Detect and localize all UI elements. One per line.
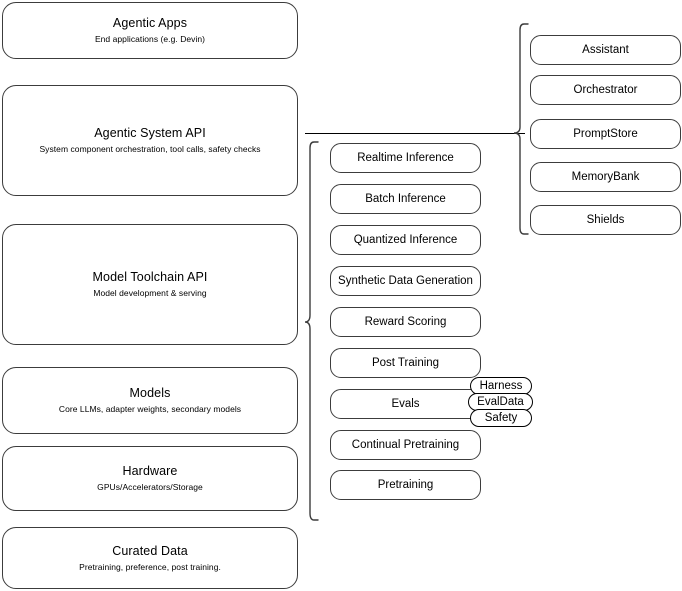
toolchain-item-label: Evals: [391, 397, 420, 410]
layer-subtitle: System component orchestration, tool cal…: [39, 144, 261, 154]
toolchain-item-label: Batch Inference: [365, 192, 446, 205]
toolchain-item-reward-scoring[interactable]: Reward Scoring: [330, 307, 481, 337]
layer-subtitle: Model development & serving: [93, 288, 207, 298]
toolchain-item-label: Reward Scoring: [364, 315, 447, 328]
layer-title: Models: [129, 386, 171, 400]
system-component-label: MemoryBank: [571, 170, 640, 183]
layer-agentic-apps[interactable]: Agentic Apps End applications (e.g. Devi…: [2, 2, 298, 59]
system-components-bracket: [511, 23, 529, 235]
layer-title: Agentic Apps: [112, 16, 188, 30]
system-component-memorybank[interactable]: MemoryBank: [530, 162, 681, 192]
layer-subtitle: End applications (e.g. Devin): [94, 34, 206, 44]
layer-model-toolchain-api[interactable]: Model Toolchain API Model development & …: [2, 224, 298, 345]
system-component-orchestrator[interactable]: Orchestrator: [530, 75, 681, 105]
system-component-shields[interactable]: Shields: [530, 205, 681, 235]
toolchain-item-realtime-inference[interactable]: Realtime Inference: [330, 143, 481, 173]
layer-hardware[interactable]: Hardware GPUs/Accelerators/Storage: [2, 446, 298, 511]
toolchain-item-post-training[interactable]: Post Training: [330, 348, 481, 378]
toolchain-item-batch-inference[interactable]: Batch Inference: [330, 184, 481, 214]
system-component-label: Assistant: [582, 43, 629, 56]
layer-title: Model Toolchain API: [92, 270, 208, 284]
system-component-label: Orchestrator: [573, 83, 638, 96]
toolchain-item-continual-pretraining[interactable]: Continual Pretraining: [330, 430, 481, 460]
toolchain-item-label: Pretraining: [377, 478, 434, 491]
eval-capsule-label: Safety: [484, 412, 518, 424]
layer-subtitle: Core LLMs, adapter weights, secondary mo…: [58, 404, 242, 414]
toolchain-item-label: Synthetic Data Generation: [338, 274, 473, 287]
eval-capsule-evaldata[interactable]: EvalData: [468, 393, 533, 411]
toolchain-item-label: Quantized Inference: [353, 233, 458, 246]
eval-capsule-label: EvalData: [477, 396, 524, 408]
system-component-assistant[interactable]: Assistant: [530, 35, 681, 65]
eval-capsule-label: Harness: [479, 380, 523, 392]
toolchain-item-pretraining[interactable]: Pretraining: [330, 470, 481, 500]
layer-title: Agentic System API: [94, 126, 206, 140]
toolchain-item-label: Realtime Inference: [357, 151, 454, 164]
toolchain-bracket: [303, 141, 319, 521]
system-component-label: PromptStore: [573, 127, 638, 140]
toolchain-item-synthetic-data-generation[interactable]: Synthetic Data Generation: [330, 266, 481, 296]
toolchain-item-label: Post Training: [371, 356, 440, 369]
layer-title: Curated Data: [112, 543, 188, 558]
layer-title: Hardware: [122, 464, 178, 478]
layer-agentic-system-api[interactable]: Agentic System API System component orch…: [2, 85, 298, 196]
layer-curated-data[interactable]: Curated Data Pretraining, preference, po…: [2, 527, 298, 589]
system-component-label: Shields: [586, 213, 625, 226]
eval-capsule-safety[interactable]: Safety: [470, 409, 532, 427]
toolchain-item-evals[interactable]: Evals: [330, 389, 481, 419]
layer-models[interactable]: Models Core LLMs, adapter weights, secon…: [2, 367, 298, 434]
system-component-promptstore[interactable]: PromptStore: [530, 119, 681, 149]
toolchain-item-quantized-inference[interactable]: Quantized Inference: [330, 225, 481, 255]
layer-subtitle: Pretraining, preference, post training.: [79, 561, 221, 572]
toolchain-item-label: Continual Pretraining: [351, 438, 460, 451]
layer-subtitle: GPUs/Accelerators/Storage: [97, 482, 203, 492]
connector-system-api-to-components: [305, 133, 525, 134]
